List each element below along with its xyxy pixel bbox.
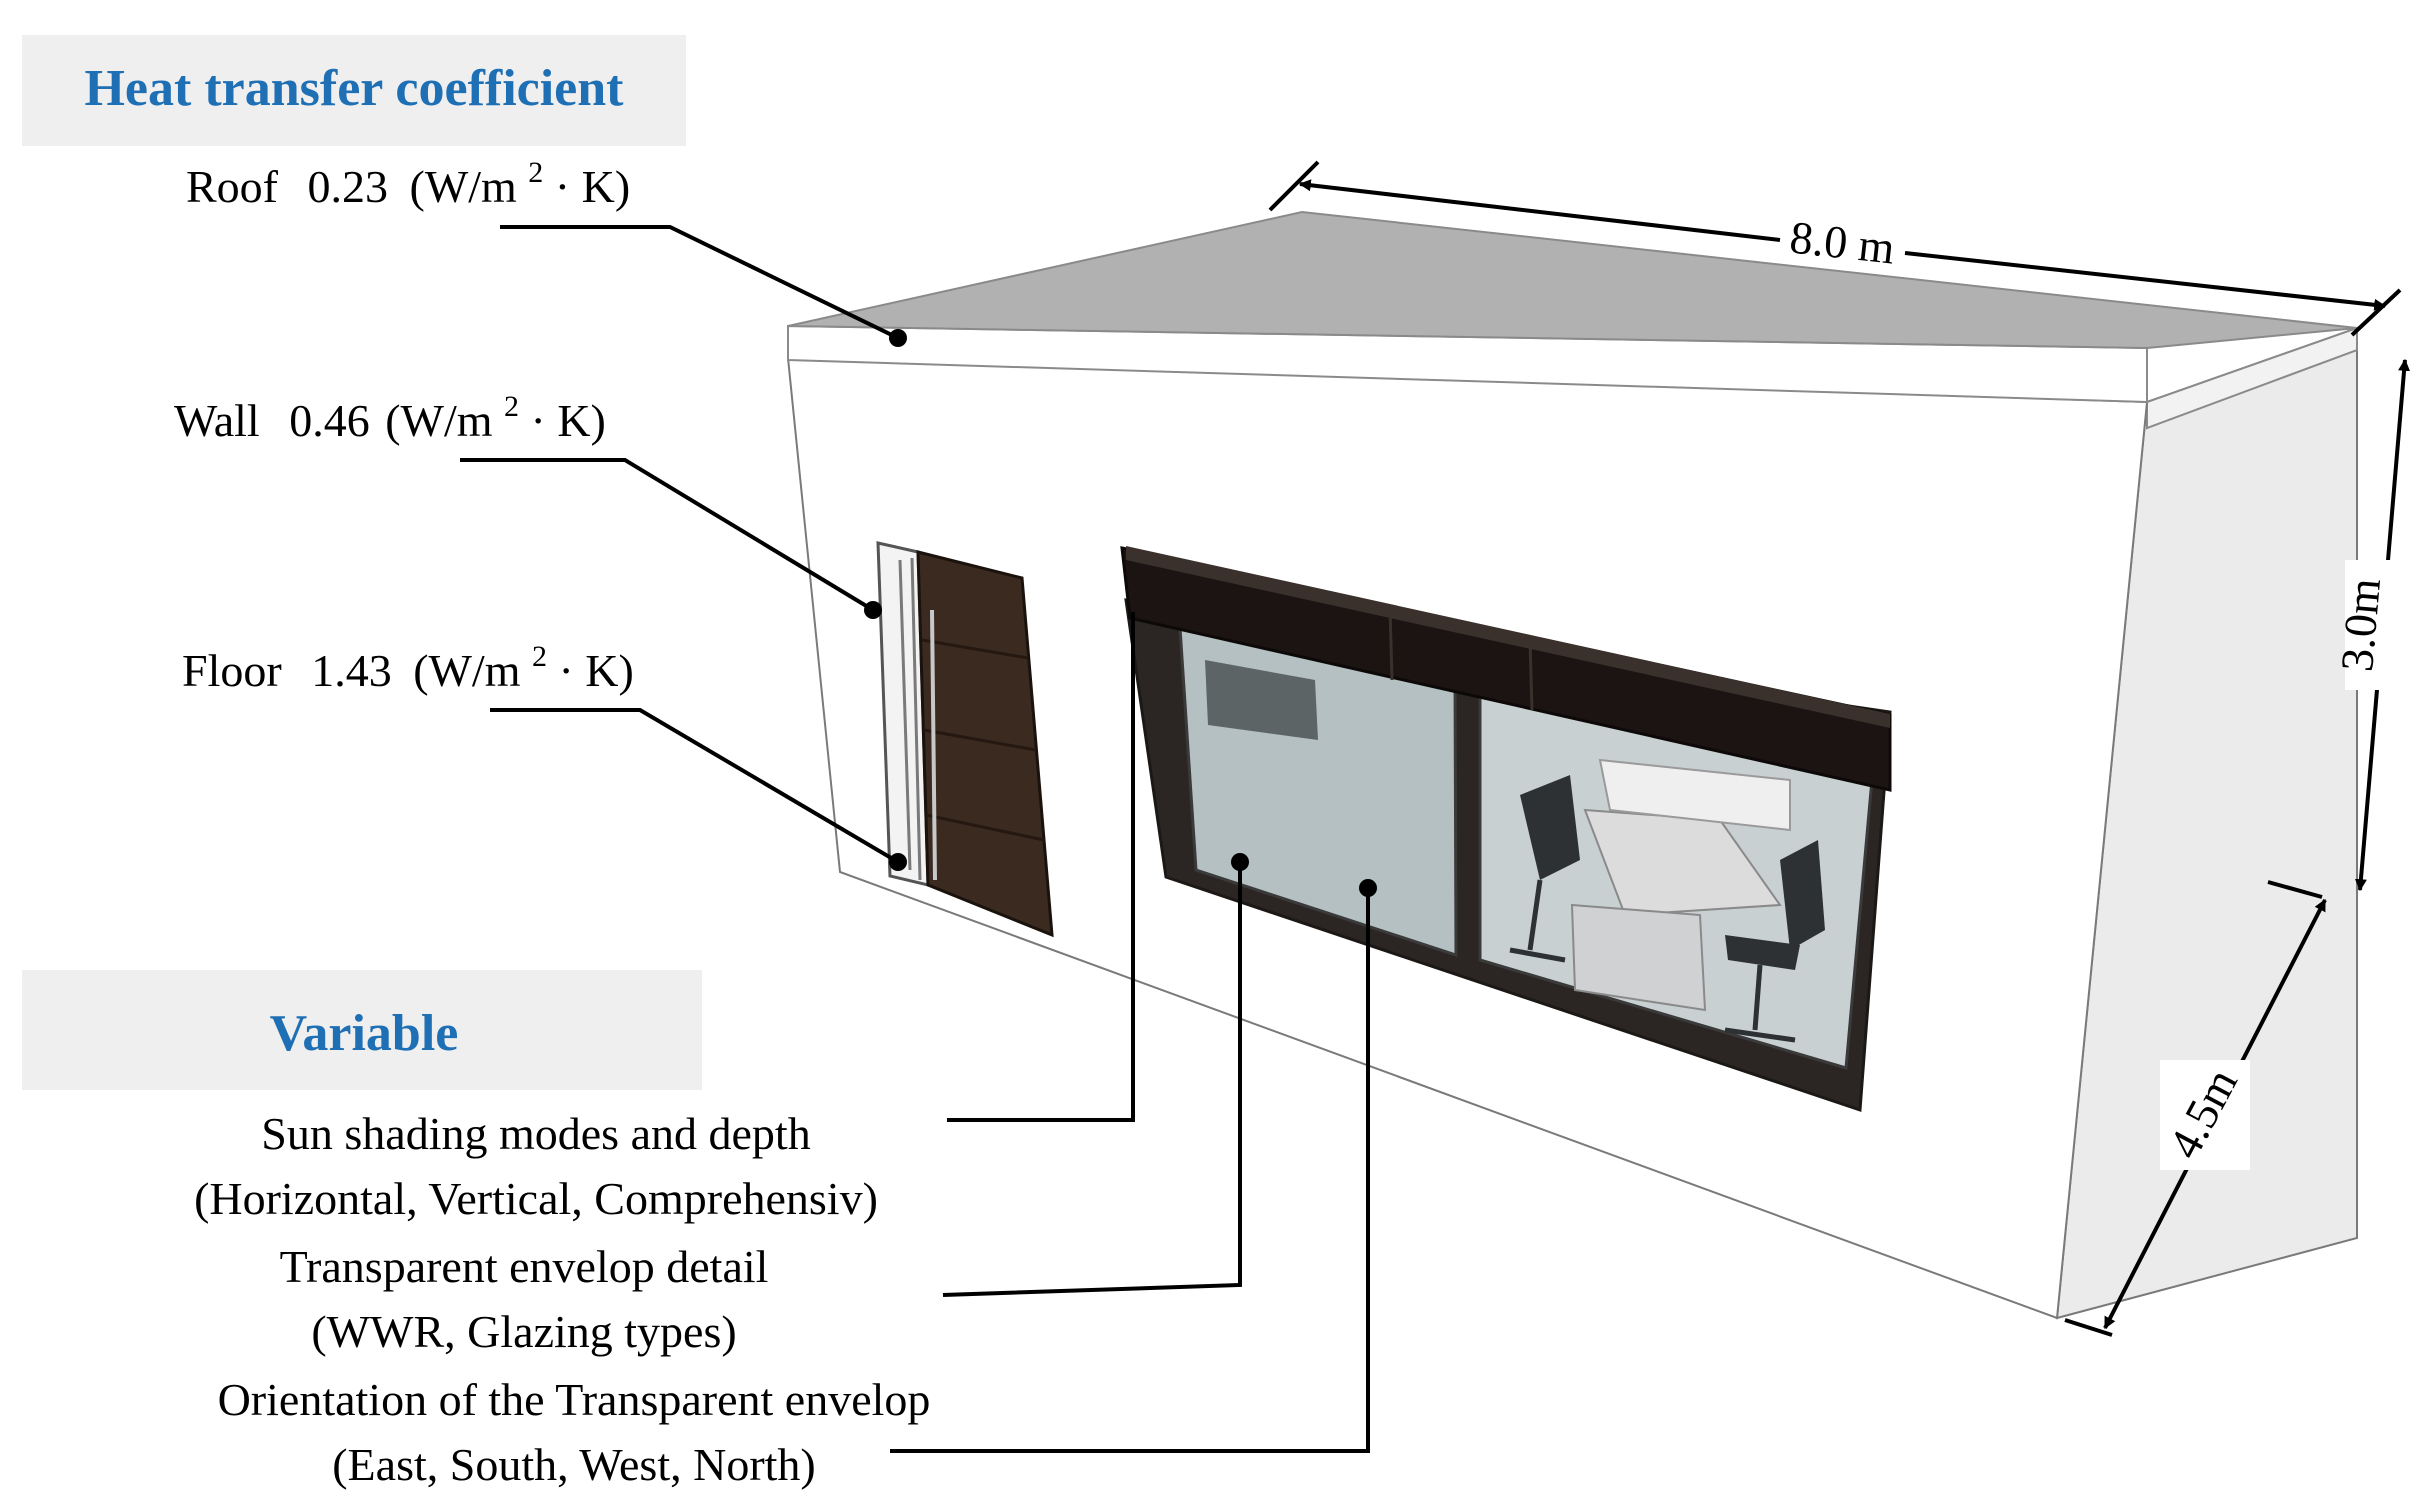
- roof: [787, 210, 2358, 350]
- heat-transfer-section: Heat transfer coefficient Roof 0.23 (W/m…: [22, 35, 907, 871]
- variable-title: Variable: [270, 1005, 459, 1062]
- door: [916, 550, 1054, 938]
- chair-right: [1780, 840, 1825, 950]
- orientation-leader: [890, 888, 1370, 1453]
- building: [786, 210, 2358, 1320]
- dimension-depth: 4.5m: [2064, 898, 2327, 1337]
- sofa: [1205, 660, 1318, 740]
- shade-leader: [947, 612, 1135, 1122]
- heat-title: Heat transfer coefficient: [84, 60, 624, 117]
- dimension-length: 8.0 m: [1268, 160, 2402, 337]
- height-label: 3.0m: [2331, 576, 2390, 674]
- floor-coefficient: Floor 1.43 (W/m 2 · K): [182, 625, 634, 696]
- wall-leader: [460, 458, 875, 612]
- roof-leader: [500, 225, 899, 340]
- variable-item-1-line1: Sun shading modes and depth: [261, 1108, 810, 1159]
- dimension-height: 3.0m: [2267, 358, 2411, 899]
- variable-item-2-line2: (WWR, Glazing types): [311, 1306, 736, 1357]
- variable-item-3-line2: (East, South, West, North): [332, 1439, 816, 1490]
- desk-top-back: [1598, 758, 1791, 832]
- roof-parapet-side: [2146, 326, 2358, 430]
- glazing-leader: [942, 862, 1242, 1297]
- roof-coefficient: Roof 0.23 (W/m 2 · K): [186, 141, 630, 212]
- floor-leader: [490, 708, 900, 864]
- variable-section: Variable Sun shading modes and depth (Ho…: [22, 612, 1377, 1490]
- length-label: 8.0 m: [1787, 211, 1897, 273]
- heat-title-box: [22, 35, 686, 146]
- chair-left: [1520, 775, 1580, 880]
- desk-front: [1570, 903, 1707, 1012]
- variable-item-1-line2: (Horizontal, Vertical, Comprehensiv): [194, 1173, 878, 1224]
- wall-coefficient: Wall 0.46 (W/m 2 · K): [174, 375, 606, 446]
- variable-item-2-line1: Transparent envelop detail: [280, 1241, 769, 1292]
- variable-item-3-line1: Orientation of the Transparent envelop: [218, 1374, 931, 1425]
- variable-title-box: [22, 970, 702, 1090]
